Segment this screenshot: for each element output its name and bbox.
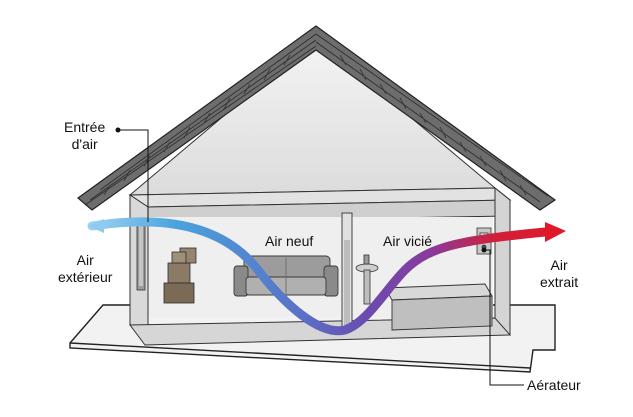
fresh-air-label: Air neuf [265,233,313,250]
air-intake-label-line2: d'air [64,136,105,153]
outdoor-air-label-line2: extérieur [58,269,112,286]
air-intake-label: Entrée d'air [64,119,105,153]
ventilator-label: Aérateur [527,377,581,394]
outdoor-air-label: Air extérieur [58,252,112,286]
exhaust-arrowhead [545,222,566,242]
window-vent-icon [137,222,145,290]
outdoor-air-label-line1: Air [58,252,112,269]
stale-air-label: Air vicié [383,233,432,250]
air-intake-label-line1: Entrée [64,119,105,136]
bathtub-icon [385,284,492,330]
intake-callout-dot [116,128,121,133]
right-wall [495,188,510,335]
ventilator-callout-dot [482,248,487,253]
extracted-air-label: Air extrait [540,257,578,291]
extracted-air-label-line1: Air [540,257,578,274]
partition-door [344,240,350,328]
extracted-air-label-line2: extrait [540,274,578,291]
